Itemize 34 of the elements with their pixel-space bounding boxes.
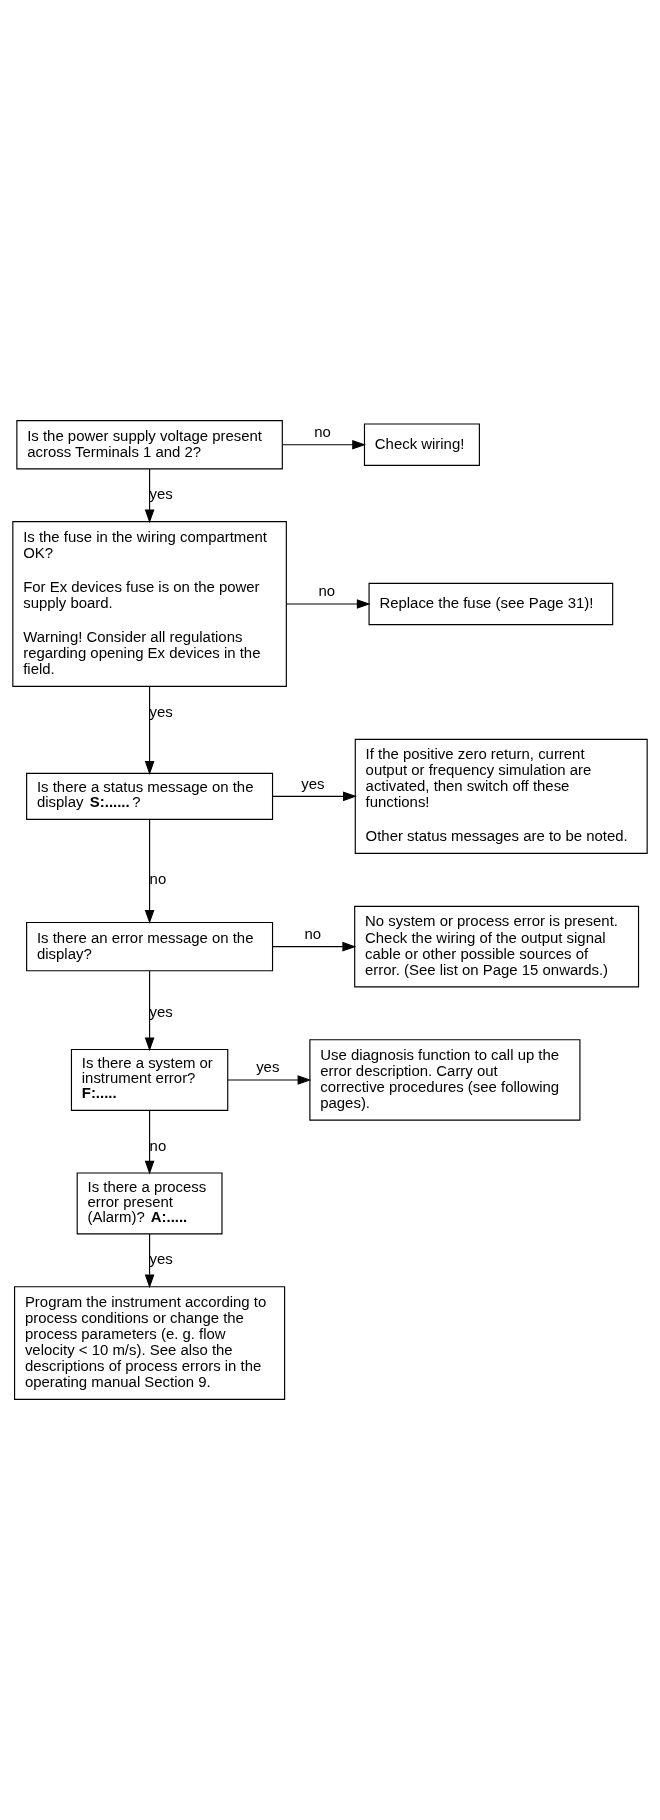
arrow (227, 1075, 312, 1085)
edge-label: yes (256, 1058, 280, 1076)
node-box: Is there an error message on the display? (26, 921, 274, 972)
edge-label: no (314, 423, 331, 441)
edge-label: yes (301, 774, 325, 792)
edge-label: yes (149, 485, 173, 503)
arrow (272, 791, 357, 802)
node-box: Check wiring! (363, 423, 480, 466)
edge-label: yes (149, 1250, 173, 1268)
arrow (144, 685, 155, 775)
node-box: Replace the fuse (see Page 31)! (368, 582, 614, 626)
node-box: No system or process error is present. Check the wiring of the output signal cable or other possible sources of error. (See list on Page 15 onwards.) (354, 905, 640, 988)
edge-label: no (318, 582, 336, 600)
edge-label: yes (149, 702, 173, 720)
edge-label: no (304, 925, 322, 943)
arrow (144, 1109, 155, 1175)
arrow (144, 468, 155, 524)
node-box: Is there a process error present (Alarm)? A:..... (76, 1172, 223, 1235)
node-box: Program the instrument according to process conditions or change the process parameters (e. g. flow velocity < 10 m/s). See also the descriptions of process errors in the operating manual Section 9. (14, 1286, 286, 1400)
edge-label: yes (149, 1003, 173, 1021)
arrow (144, 818, 155, 924)
node-box: Is the fuse in the wiring compartment OK? For Ex devices fuse is on the power supply board. Warning! Consider all regulations regarding opening Ex devices in the field. (12, 521, 287, 687)
node-box: Is the power supply voltage present across Terminals 1 and 2? (16, 420, 283, 470)
node-box: Is there a status message on the display S:...... ? (26, 772, 274, 820)
arrow (272, 941, 357, 952)
edge-label: no (149, 869, 167, 887)
arrow (285, 599, 371, 609)
node-box: Is there a system or instrument error? F:..... (70, 1048, 229, 1111)
edge-label: no (149, 1136, 167, 1154)
node-box: If the positive zero return, current output or frequency simulation are activated, then switch off these functions! Other status messages are to be noted. (354, 738, 648, 854)
arrow (144, 970, 155, 1052)
arrow (282, 439, 367, 450)
node-box: Use diagnosis function to call up the error description. Carry out corrective procedures (see following pages). (309, 1039, 581, 1121)
arrow (144, 1233, 155, 1289)
